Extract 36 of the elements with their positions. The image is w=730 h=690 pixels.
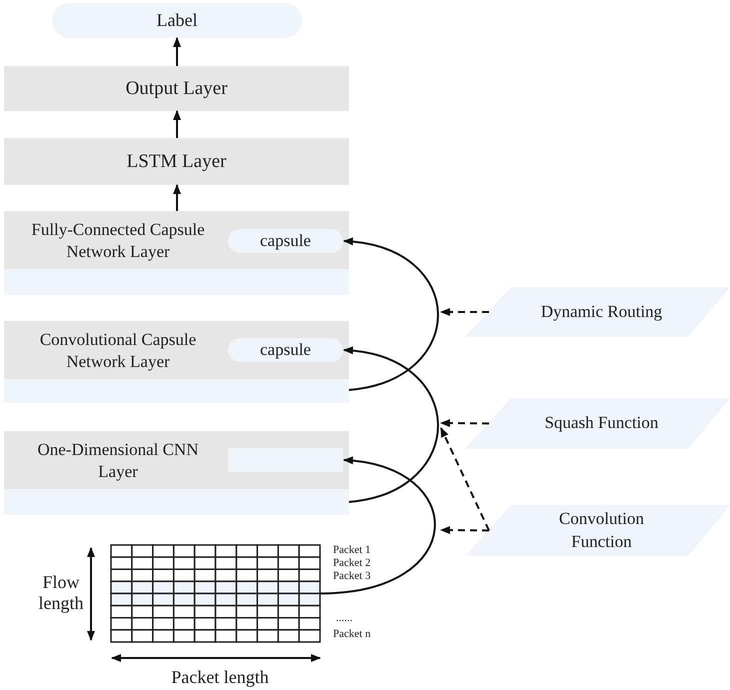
layer-title: One-Dimensional CNN Layer [36, 438, 200, 483]
arrow [173, 184, 181, 211]
feature-box [228, 448, 343, 472]
arrow [320, 457, 436, 594]
arrow [440, 526, 490, 534]
function-parallelogram [465, 398, 730, 449]
output-label-pill: Label [52, 3, 302, 38]
function-parallelogram [465, 505, 730, 556]
capsule-pill: capsule [228, 338, 343, 362]
layer-box [4, 211, 349, 295]
dimension-label: Packet length [170, 667, 270, 688]
function-label: Squash Function [544, 412, 660, 434]
layer-box: LSTM Layer [4, 138, 349, 185]
layer-title: Fully-Connected Capsule Network Layer [30, 218, 206, 263]
layer-box [4, 431, 349, 515]
function-label: Dynamic Routing [540, 300, 664, 323]
packet-label: Packet n [333, 628, 371, 641]
arrow [440, 427, 490, 531]
arrow [440, 308, 489, 316]
packet-label: Packet 1 [333, 544, 371, 557]
function-label: Convolution Function [558, 508, 645, 552]
packet-label: Packet 2 [333, 557, 371, 570]
capsule-pill: capsule [228, 229, 343, 253]
layer-title: Convolutional Capsule Network Layer [38, 328, 198, 373]
arrow [343, 238, 439, 391]
arrow [440, 419, 490, 428]
dimension-label: Flow length [38, 572, 84, 614]
layer-box: Output Layer [4, 66, 349, 111]
packet-label: Packet 3 [333, 570, 371, 583]
function-parallelogram [465, 287, 730, 337]
packet-label: ...... [336, 612, 352, 625]
arrow [173, 110, 181, 138]
packet-grid [110, 544, 321, 643]
arrow [343, 347, 439, 503]
layer-box [4, 321, 349, 403]
arrow [173, 37, 181, 66]
